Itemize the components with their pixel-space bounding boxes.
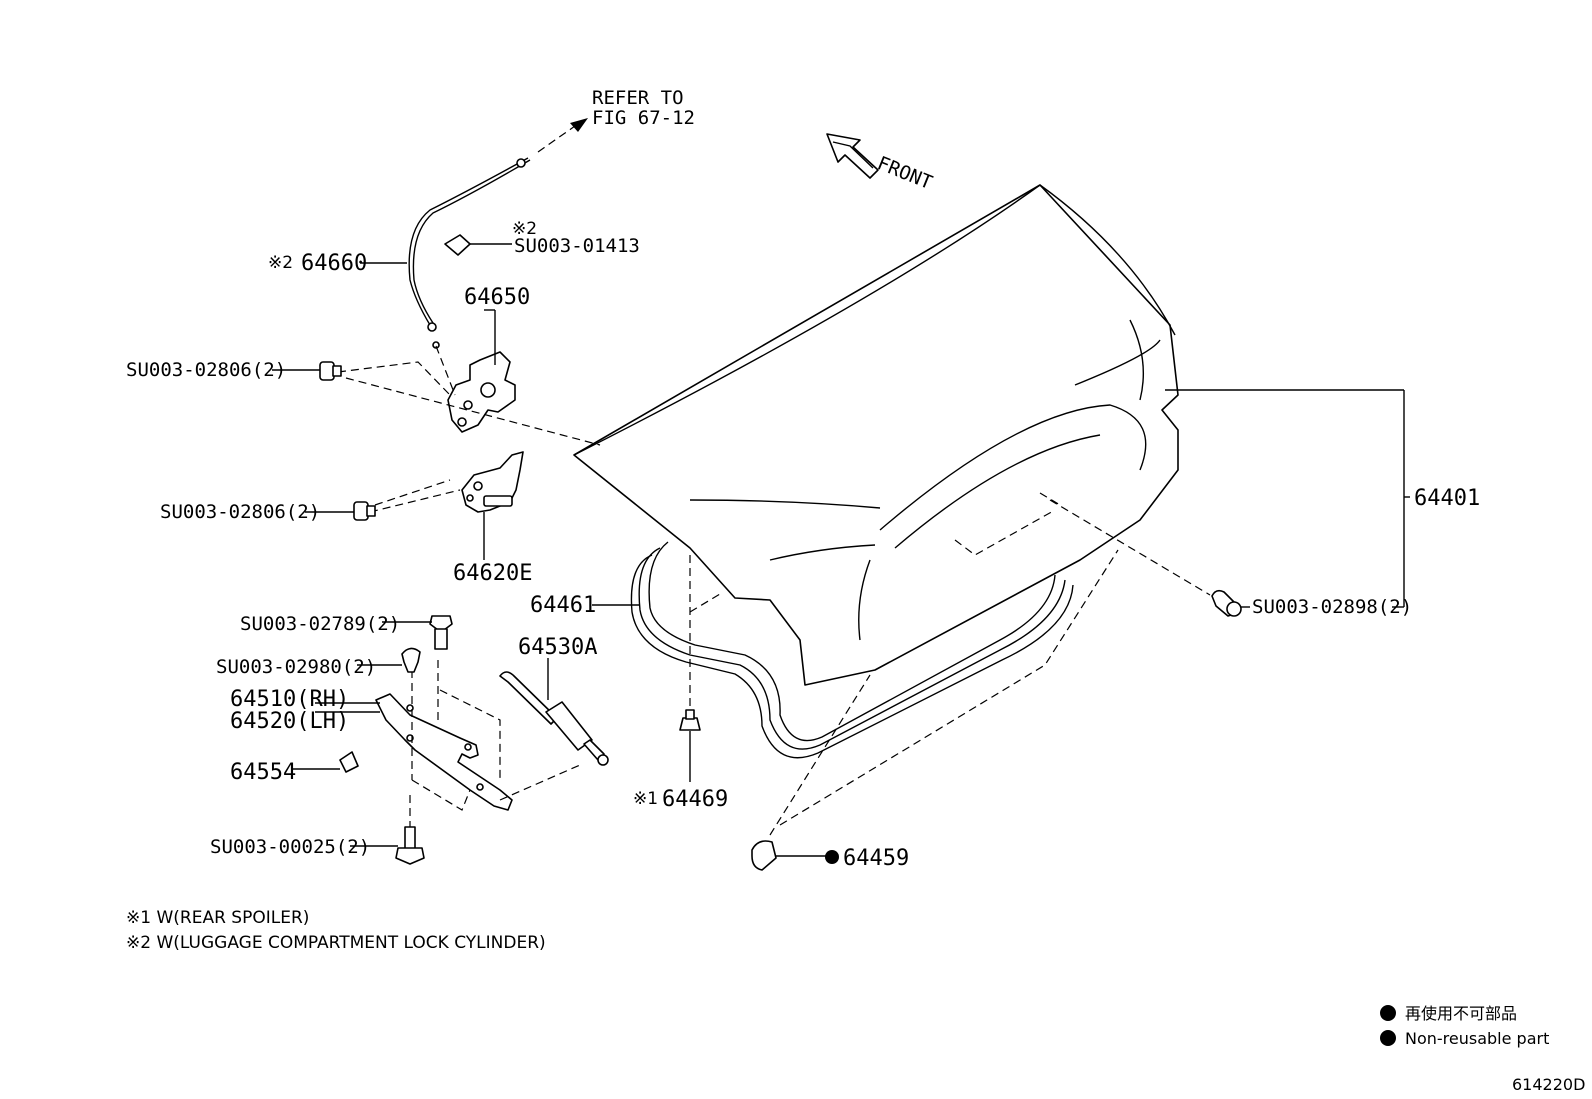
label-su003-01413-mark: ※2 — [512, 219, 537, 239]
label-64554: 64554 — [230, 760, 296, 785]
legend-dot-icon — [1380, 1005, 1396, 1021]
label-su003-01413: SU003-01413 — [514, 235, 640, 257]
label-64660: 64660 — [301, 251, 367, 276]
bolt-su003-00025 — [350, 826, 425, 865]
legend: 再使用不可部品 Non-reusable part — [1380, 1004, 1549, 1048]
legend-en: Non-reusable part — [1405, 1029, 1549, 1048]
weatherstrip-64461 — [630, 541, 1074, 759]
striker-64620e — [461, 451, 524, 560]
lock-assembly-64650 — [447, 309, 516, 433]
label-64510-rh: 64510(RH) — [230, 687, 349, 712]
figure-code: 614220D — [1512, 1075, 1585, 1094]
trunk-lid-panel — [573, 184, 1179, 686]
label-su003-00025: SU003-00025(2) — [210, 836, 370, 858]
cushion-64554 — [292, 751, 359, 773]
label-64620e: 64620E — [453, 561, 532, 586]
label-64459: 64459 — [843, 846, 909, 871]
label-su003-02806-upper: SU003-02806(2) — [126, 359, 286, 381]
label-64461: 64461 — [530, 593, 596, 618]
bolt-su003-02806-upper — [272, 361, 342, 381]
damper-stay-64530a — [499, 658, 609, 766]
label-64469-mark: ※1 — [633, 789, 658, 809]
label-64469: 64469 — [662, 787, 728, 812]
lock-control-cable-64660 — [408, 157, 531, 349]
label-su003-02980: SU003-02980(2) — [216, 656, 376, 678]
label-64401: 64401 — [1414, 486, 1480, 511]
reference-line1: REFER TO — [592, 87, 684, 109]
bumper-64459 — [751, 840, 839, 871]
label-64650: 64650 — [464, 285, 530, 310]
clip-su003-02980 — [357, 647, 421, 673]
hinge-assembly-64510-64520 — [315, 693, 513, 811]
reference-line2: FIG 67-12 — [592, 107, 695, 129]
cable-clamp-su003-01413 — [444, 234, 512, 256]
front-label: FRONT — [874, 152, 935, 194]
label-64520-lh: 64520(LH) — [230, 709, 349, 734]
leader-64401 — [1165, 389, 1410, 608]
bolt-su003-02789 — [382, 615, 453, 650]
cushion-64469 — [679, 709, 701, 782]
grommet-su003-02898 — [1211, 589, 1250, 617]
legend-dot-icon — [1380, 1030, 1396, 1046]
legend-jp: 再使用不可部品 — [1405, 1004, 1517, 1023]
reference-arrow — [537, 118, 588, 153]
footnote-1: ※1 W(REAR SPOILER) — [126, 908, 309, 928]
footnote-2: ※2 W(LUGGAGE COMPARTMENT LOCK CYLINDER) — [126, 933, 546, 953]
label-64530a: 64530A — [518, 635, 597, 660]
label-su003-02789: SU003-02789(2) — [240, 613, 400, 635]
front-direction-arrow — [826, 133, 879, 179]
label-su003-02806-lower: SU003-02806(2) — [160, 501, 320, 523]
non-reusable-dot-icon — [825, 850, 839, 864]
bolt-su003-02806-lower — [305, 501, 376, 521]
label-64660-mark: ※2 — [268, 253, 293, 273]
label-su003-02898: SU003-02898(2) — [1252, 596, 1412, 618]
